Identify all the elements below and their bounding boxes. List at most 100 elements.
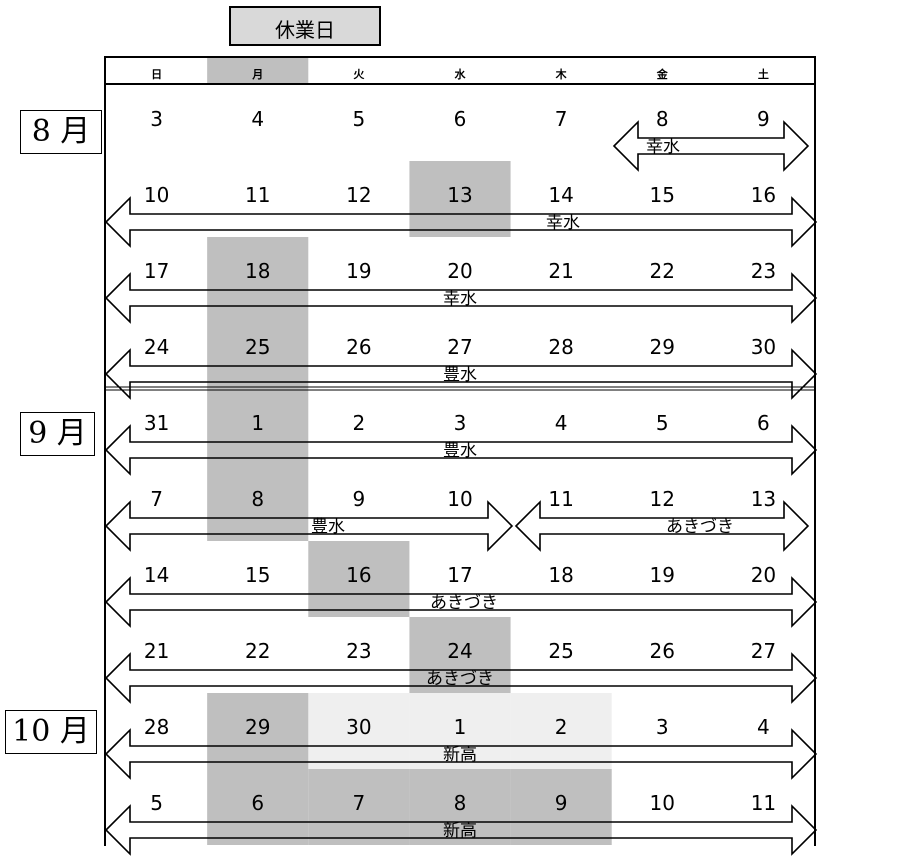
weekday-label: 日	[151, 68, 162, 81]
day-number: 7	[555, 107, 568, 131]
month-label-october: 10 月	[5, 710, 97, 754]
day-number: 25	[245, 335, 270, 359]
variety-label: 新高	[443, 821, 477, 841]
weekday-label: 水	[455, 67, 467, 81]
variety-label: あきづき	[666, 517, 734, 537]
day-number: 28	[144, 715, 169, 739]
holiday-cell	[510, 769, 612, 845]
holiday-cell	[308, 541, 410, 617]
variety-label: 新高	[443, 745, 477, 765]
day-number: 17	[144, 259, 169, 283]
variety-label: あきづき	[430, 593, 498, 613]
day-number: 16	[346, 563, 371, 587]
weekday-label: 金	[656, 67, 669, 81]
day-number: 3	[656, 715, 669, 739]
day-number: 30	[346, 715, 371, 739]
holiday-cell	[409, 769, 511, 845]
day-number: 22	[245, 639, 270, 663]
day-number: 31	[144, 411, 169, 435]
variety-period-arrow	[104, 728, 818, 780]
day-number: 24	[144, 335, 169, 359]
day-number: 11	[548, 487, 573, 511]
day-number: 21	[144, 639, 169, 663]
day-number: 6	[454, 107, 467, 131]
day-number: 4	[757, 715, 770, 739]
holiday-cell	[207, 693, 309, 769]
holiday-cell	[207, 769, 309, 845]
day-number: 5	[656, 411, 669, 435]
transition-shade	[510, 693, 612, 769]
header-holiday-shade	[207, 58, 309, 84]
day-number: 12	[346, 183, 371, 207]
variety-period-arrow	[612, 120, 810, 172]
day-number: 23	[751, 259, 776, 283]
day-number: 4	[251, 107, 264, 131]
holiday-cell	[207, 389, 309, 465]
day-number: 16	[751, 183, 776, 207]
day-number: 19	[346, 259, 371, 283]
day-number: 2	[555, 715, 568, 739]
month-label-august: 8 月	[20, 110, 102, 154]
day-number: 26	[650, 639, 675, 663]
day-number: 18	[548, 563, 573, 587]
day-number: 12	[650, 487, 675, 511]
holiday-cell	[308, 769, 410, 845]
holiday-cell	[207, 313, 309, 389]
day-number: 9	[352, 487, 365, 511]
day-number: 28	[548, 335, 573, 359]
day-number: 23	[346, 639, 371, 663]
day-number: 8	[454, 791, 467, 815]
day-number: 14	[144, 563, 169, 587]
day-number: 30	[751, 335, 776, 359]
holiday-cell	[207, 237, 309, 313]
variety-period-arrow	[104, 652, 818, 704]
day-number: 20	[751, 563, 776, 587]
day-number: 29	[245, 715, 270, 739]
transition-shade	[308, 693, 410, 769]
day-number: 15	[245, 563, 270, 587]
day-number: 11	[751, 791, 776, 815]
weekday-label: 木	[555, 67, 568, 81]
day-number: 3	[150, 107, 163, 131]
variety-label: 豊水	[443, 365, 477, 385]
day-number: 10	[447, 487, 472, 511]
day-number: 7	[352, 791, 365, 815]
day-number: 5	[352, 107, 365, 131]
day-number: 27	[751, 639, 776, 663]
day-number: 3	[454, 411, 467, 435]
day-number: 19	[650, 563, 675, 587]
day-number: 24	[447, 639, 472, 663]
variety-period-arrow	[104, 196, 818, 248]
day-number: 15	[650, 183, 675, 207]
holiday-legend-label: 休業日	[275, 18, 335, 42]
weekday-label: 土	[758, 67, 769, 81]
month-label-september: 9 月	[20, 412, 95, 456]
day-number: 26	[346, 335, 371, 359]
day-number: 21	[548, 259, 573, 283]
holiday-cell	[409, 617, 511, 693]
day-number: 22	[650, 259, 675, 283]
day-number: 10	[650, 791, 675, 815]
variety-period-arrow	[104, 348, 818, 400]
day-number: 10	[144, 183, 169, 207]
day-number: 9	[555, 791, 568, 815]
day-number: 20	[447, 259, 472, 283]
holiday-legend-box: 休業日	[229, 6, 381, 46]
day-number: 8	[251, 487, 264, 511]
day-number: 9	[757, 107, 770, 131]
transition-shade	[409, 693, 511, 769]
variety-period-arrow	[104, 424, 818, 476]
holiday-cell	[409, 161, 511, 237]
day-number: 14	[548, 183, 573, 207]
day-number: 5	[150, 791, 163, 815]
day-number: 18	[245, 259, 270, 283]
day-number: 1	[251, 411, 264, 435]
variety-period-arrow	[104, 272, 818, 324]
day-number: 4	[555, 411, 568, 435]
variety-label: 幸水	[646, 137, 680, 157]
day-number: 13	[751, 487, 776, 511]
day-number: 11	[245, 183, 270, 207]
day-number: 25	[548, 639, 573, 663]
variety-label: 幸水	[443, 289, 477, 309]
